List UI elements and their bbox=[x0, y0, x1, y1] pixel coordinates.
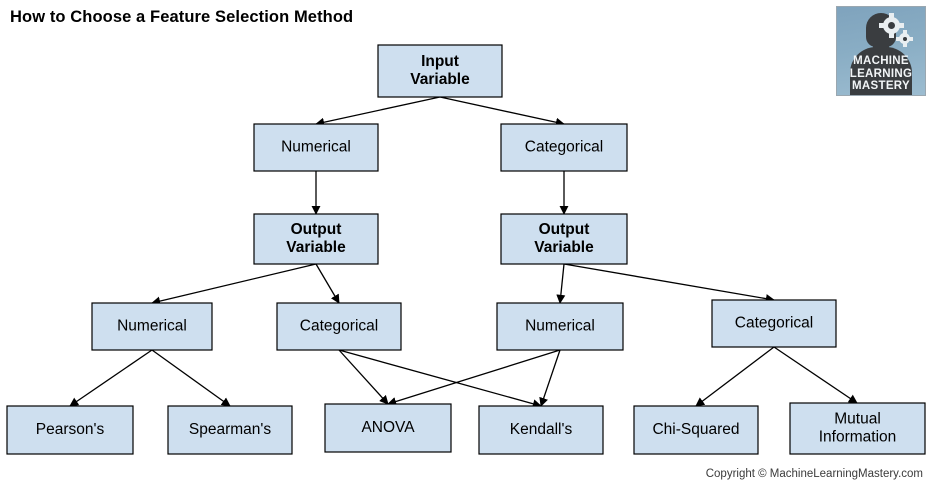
node-box-spearman bbox=[167, 405, 293, 455]
node-label-l_cat: Categorical bbox=[300, 318, 378, 335]
diagram-edges bbox=[69, 96, 858, 409]
node-label-r_num: Numerical bbox=[525, 318, 595, 335]
node-label-in_num: Numerical bbox=[281, 139, 351, 156]
node-in_cat[interactable]: Categorical bbox=[500, 123, 628, 172]
node-r_cat[interactable]: Categorical bbox=[711, 299, 837, 348]
node-box-out_right bbox=[500, 213, 628, 265]
node-box-pearson bbox=[6, 405, 134, 455]
node-box-r_cat bbox=[711, 299, 837, 348]
node-anova[interactable]: ANOVA bbox=[324, 403, 452, 453]
node-kendall[interactable]: Kendall's bbox=[478, 405, 604, 455]
node-box-r_num bbox=[496, 302, 624, 351]
node-l_num[interactable]: Numerical bbox=[91, 302, 213, 351]
edge-r_num-to-kendall bbox=[539, 349, 561, 407]
edge-out_left-to-l_num bbox=[151, 263, 317, 306]
node-pearson[interactable]: Pearson's bbox=[6, 405, 134, 455]
edge-l_num-to-pearson bbox=[69, 349, 153, 407]
node-box-input bbox=[377, 44, 503, 98]
node-label-spearman: Spearman's bbox=[189, 421, 271, 438]
node-spearman[interactable]: Spearman's bbox=[167, 405, 293, 455]
node-label-l_num: Numerical bbox=[117, 318, 187, 335]
node-r_num[interactable]: Numerical bbox=[496, 302, 624, 351]
node-in_num[interactable]: Numerical bbox=[253, 123, 379, 172]
node-box-in_num bbox=[253, 123, 379, 172]
gear-icon-large bbox=[879, 13, 904, 38]
node-box-l_num bbox=[91, 302, 213, 351]
node-box-mutual bbox=[789, 402, 926, 455]
edge-out_left-to-l_cat bbox=[315, 263, 340, 304]
page-title: How to Choose a Feature Selection Method bbox=[10, 8, 354, 26]
node-l_cat[interactable]: Categorical bbox=[276, 302, 402, 351]
edge-r_cat-to-chisq bbox=[695, 346, 775, 407]
copyright-notice: Copyright © MachineLearningMastery.com bbox=[705, 468, 923, 480]
node-label-r_cat: Categorical bbox=[735, 315, 813, 332]
gear-icon-small bbox=[896, 30, 913, 47]
node-box-in_cat bbox=[500, 123, 628, 172]
logo-silhouette-body bbox=[850, 47, 912, 95]
edge-out_right-to-r_cat bbox=[563, 263, 775, 304]
node-chisq[interactable]: Chi-Squared bbox=[633, 405, 759, 455]
node-label-kendall: Kendall's bbox=[510, 421, 573, 438]
logo-text-line-1: MACHINE bbox=[853, 55, 909, 67]
logo-text: MACHINE LEARNING MASTERY bbox=[837, 55, 925, 93]
node-label-pearson: Pearson's bbox=[36, 421, 105, 438]
logo-text-line-3: MASTERY bbox=[852, 80, 910, 92]
edge-r_cat-to-mutual bbox=[773, 346, 858, 404]
edge-r_num-to-anova bbox=[387, 349, 561, 406]
node-box-l_cat bbox=[276, 302, 402, 351]
node-box-chisq bbox=[633, 405, 759, 455]
edge-input-to-in_cat bbox=[439, 96, 565, 127]
machine-learning-mastery-logo: MACHINE LEARNING MASTERY bbox=[836, 6, 926, 96]
edge-l_cat-to-kendall bbox=[338, 349, 542, 409]
edge-input-to-in_num bbox=[315, 96, 441, 127]
node-label-chisq: Chi-Squared bbox=[652, 421, 739, 438]
logo-text-line-2: LEARNING bbox=[849, 67, 913, 80]
node-label-in_cat: Categorical bbox=[525, 139, 603, 156]
node-box-anova bbox=[324, 403, 452, 453]
edge-l_cat-to-anova bbox=[338, 349, 389, 405]
node-box-out_left bbox=[253, 213, 379, 265]
edge-l_num-to-spearman bbox=[151, 349, 231, 407]
edge-out_right-to-r_num bbox=[556, 263, 566, 304]
node-box-kendall bbox=[478, 405, 604, 455]
node-label-anova: ANOVA bbox=[361, 419, 415, 436]
